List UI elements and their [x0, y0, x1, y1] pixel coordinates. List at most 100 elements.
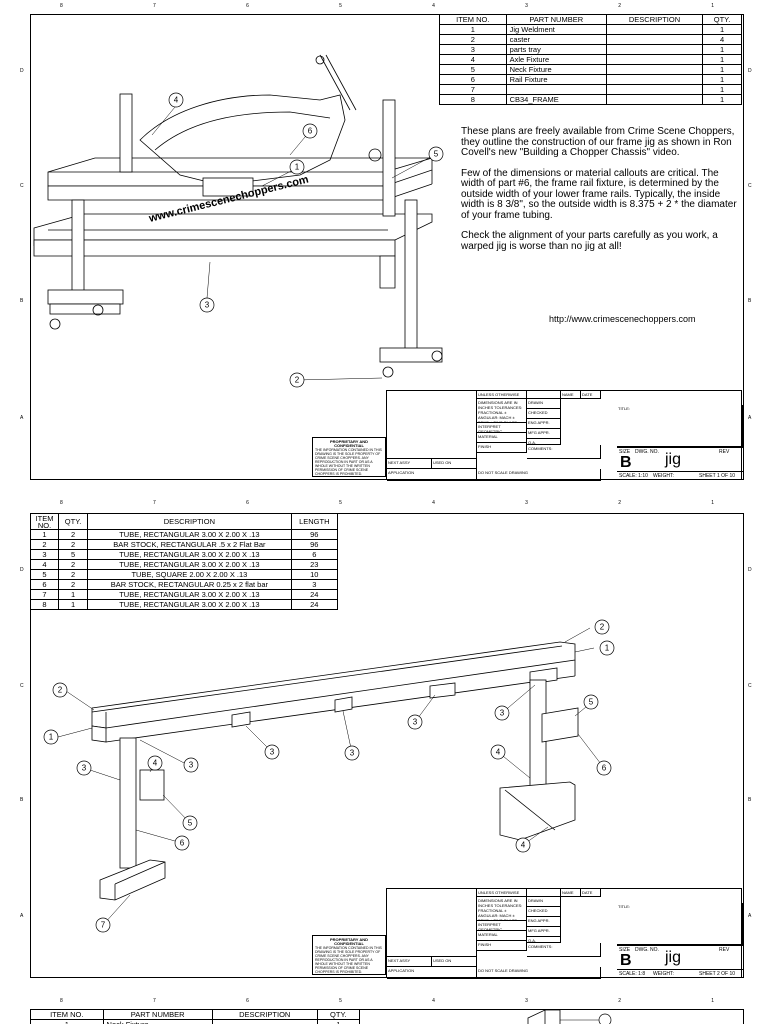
comments-label: COMMENTS:: [527, 445, 601, 459]
item-callout-balloon: 4: [515, 837, 531, 853]
sheet2-title-block: UNLESS OTHERWISE SPECIFIED: DIMENSIONS A…: [386, 888, 743, 979]
checked-label: CHECKED: [527, 409, 561, 419]
sheet1-zone-top: 8 7 6 5 4 3 2 1: [30, 3, 744, 13]
callout-number: 2: [295, 376, 300, 385]
weight-label: WEIGHT:: [653, 971, 674, 977]
zone-label: 8: [60, 998, 63, 1004]
drawing-number: jig: [665, 451, 682, 468]
sheet3-zone-top: 8 7 6 5 4 3 2 1: [30, 998, 744, 1008]
callout-number: 4: [174, 96, 179, 105]
proprietary-title: PROPRIETARY AND CONFIDENTIAL: [329, 937, 368, 946]
table-cell: 1: [316, 1019, 361, 1024]
sheet-size: B: [620, 454, 632, 471]
zone-label: C: [748, 683, 752, 689]
item-callout-balloon: 1: [599, 640, 615, 656]
zone-label: 7: [153, 998, 156, 1004]
zone-label: C: [20, 183, 24, 189]
website-url: http://www.crimescenechoppers.com: [549, 314, 696, 324]
callout-number: 3: [189, 761, 194, 770]
item-callout-balloon: 3: [264, 744, 280, 760]
material-label: MATERIAL: [477, 433, 527, 443]
sheet-number: SHEET 2 OF 10: [699, 971, 736, 977]
zone-label: 6: [246, 500, 249, 506]
callout-number: 7: [101, 921, 106, 930]
used-on-label: USED ON: [432, 459, 477, 469]
item-callout-balloon: 6: [174, 835, 190, 851]
callout-number: 6: [602, 764, 607, 773]
item-callout-balloon: 7: [95, 917, 111, 933]
divider: [617, 447, 743, 448]
divider: [617, 471, 743, 472]
callout-number: 5: [589, 698, 594, 707]
sheet1-title-block: UNLESS OTHERWISE SPECIFIED: DIMENSIONS A…: [386, 390, 743, 481]
sheet3-bom-table: ITEM NO. PART NUMBER DESCRIPTION QTY. 1N…: [30, 1009, 361, 1024]
zone-label: 2: [618, 3, 621, 9]
callout-number: 2: [58, 686, 63, 695]
blank-cell: [527, 391, 561, 399]
zone-label: 5: [339, 998, 342, 1004]
callout-number: 3: [270, 748, 275, 757]
weight-label: WEIGHT:: [653, 473, 674, 479]
item-callout-balloon: 2: [289, 372, 305, 388]
neck-fixture-drawing: [527, 1009, 612, 1024]
zone-label: A: [748, 913, 752, 919]
table-cell: [605, 94, 704, 105]
item-callout-balloon: 3: [344, 745, 360, 761]
zone-label: D: [20, 68, 24, 74]
revision-grid: [387, 391, 477, 459]
application-label: APPLICATION: [387, 469, 477, 481]
base-weldment-drawing: 2121533333345646487: [43, 619, 615, 933]
divider: [617, 945, 743, 946]
checked-label: CHECKED: [527, 907, 561, 917]
zone-label: 6: [246, 998, 249, 1004]
sheet1-notes: These plans are freely available from Cr…: [461, 126, 741, 262]
proprietary-title: PROPRIETARY AND CONFIDENTIAL: [329, 439, 368, 448]
unless-label: UNLESS OTHERWISE SPECIFIED:: [477, 889, 527, 897]
next-assy-label: NEXT ASSY: [387, 957, 432, 967]
dwg-label: DWG. NO.: [635, 947, 659, 953]
zone-label: 2: [618, 500, 621, 506]
callout-number: 3: [205, 301, 210, 310]
scale-label: SCALE: 1:10: [619, 473, 648, 479]
callout-number: 2: [600, 623, 605, 632]
mfg-appr-label: MFG APPR.: [527, 927, 561, 937]
item-callout-balloon: 5: [182, 815, 198, 831]
callout-number: 3: [500, 709, 505, 718]
finish-label: FINISH: [477, 443, 527, 453]
proprietary-text: THE INFORMATION CONTAINED IN THIS DRAWIN…: [315, 946, 382, 974]
interpret-label: INTERPRET GEOMETRIC TOLERANCING PER:: [477, 921, 527, 931]
revision-grid: [387, 889, 477, 957]
callout-number: 1: [295, 163, 300, 172]
size-label: SIZE: [619, 947, 631, 953]
sheet-number: SHEET 1 OF 10: [699, 473, 736, 479]
qa-label: Q.A.: [527, 439, 561, 445]
note-paragraph: Few of the dimensions or material callou…: [461, 167, 737, 221]
zone-label: 4: [432, 3, 435, 9]
table-cell: CB34_FRAME: [505, 94, 607, 105]
used-on-label: USED ON: [432, 957, 477, 967]
item-callout-balloon: 2: [52, 682, 68, 698]
application-label: APPLICATION: [387, 967, 477, 979]
zone-label: 1: [711, 998, 714, 1004]
zone-label: 3: [525, 3, 528, 9]
material-label: MATERIAL: [477, 931, 527, 941]
callout-number: 1: [605, 644, 610, 653]
drawn-label: DRAWN: [527, 897, 561, 907]
unless-label: UNLESS OTHERWISE SPECIFIED:: [477, 391, 527, 399]
name-label: NAME: [561, 391, 581, 399]
interpret-label: INTERPRET GEOMETRIC TOLERANCING PER:: [477, 423, 527, 433]
item-callout-balloon: 5: [583, 694, 599, 710]
rev-label: REV: [719, 449, 730, 455]
table-cell: 1: [702, 94, 742, 105]
callout-number: 4: [521, 841, 526, 850]
zone-label: D: [20, 567, 24, 573]
dimensions-note: DIMENSIONS ARE IN INCHES TOLERANCES: FRA…: [477, 897, 527, 921]
zone-label: 3: [525, 500, 528, 506]
item-callout-balloon: 3: [199, 297, 215, 313]
callout-number: 3: [350, 749, 355, 758]
